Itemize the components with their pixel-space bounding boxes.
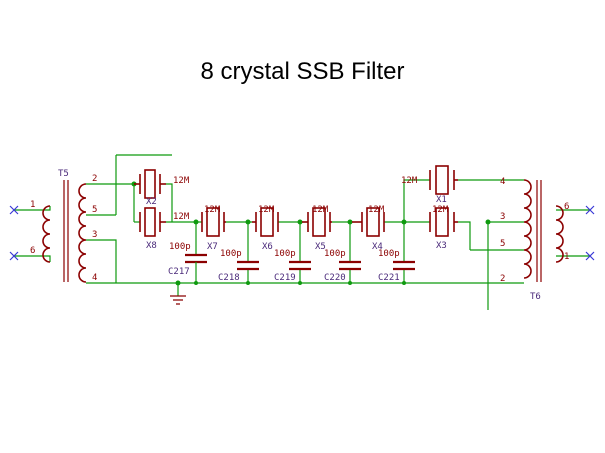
crystal-x2: X2 12M: [134, 169, 190, 207]
capacitor-icon: [393, 260, 415, 271]
transformer-ref: T6: [530, 292, 541, 302]
crystal-icon: [252, 207, 279, 237]
capacitor-value: 100p: [378, 249, 400, 259]
crystal-value: 12M: [173, 212, 190, 222]
junction: [485, 219, 491, 225]
crystal-value: 12M: [258, 205, 275, 215]
pin-label: 4: [500, 177, 505, 187]
crystal-icon: [201, 207, 226, 237]
crystal-icon: [352, 207, 385, 237]
crystal-icon: [429, 165, 458, 195]
transformer-t6: T6 4 3 5 2 6 1: [500, 177, 569, 302]
crystal-icon: [139, 207, 166, 237]
junction: [297, 219, 303, 225]
capacitor-c218: 100p C218: [218, 249, 259, 283]
capacitor-ref: C217: [168, 267, 190, 277]
junction: [347, 219, 353, 225]
capacitor-ref: C218: [218, 273, 240, 283]
transformer-secondary-coil: [555, 205, 564, 263]
no-connect-icon: [9, 205, 595, 261]
junction: [245, 219, 251, 225]
crystal-x4: X4 12M: [352, 205, 385, 252]
transformer-t5: T5 1 6 2 5 3 4: [30, 169, 97, 283]
crystal-x3: X3 12M: [429, 205, 458, 251]
crystal-x6: X6 12M: [252, 205, 279, 252]
capacitor-icon: [185, 253, 207, 265]
transformer-secondary-coil: [78, 183, 87, 283]
capacitor-value: 100p: [220, 249, 242, 259]
crystal-icon: [429, 207, 458, 237]
pin-label: 4: [92, 273, 97, 283]
capacitor-value: 100p: [274, 249, 296, 259]
capacitor-c217: 100p C217: [168, 242, 207, 277]
pin-label: 5: [92, 205, 97, 215]
pin-label: 1: [30, 200, 35, 210]
transformer-primary-coil: [523, 179, 532, 279]
junction: [298, 281, 302, 285]
pin-label: 6: [30, 246, 35, 256]
junction: [175, 280, 181, 286]
crystal-icon: [302, 207, 332, 237]
crystal-ref: X5: [315, 242, 326, 252]
pin-label: 2: [500, 274, 505, 284]
crystal-value: 12M: [312, 205, 329, 215]
crystal-ref: X1: [436, 195, 447, 205]
crystal-value: 12M: [368, 205, 385, 215]
crystal-value: 12M: [204, 205, 221, 215]
capacitor-c221: 100p C221: [378, 249, 415, 283]
junctions: [131, 181, 491, 286]
capacitor-value: 100p: [169, 242, 191, 252]
crystal-ref: X4: [372, 242, 383, 252]
crystal-value: 12M: [173, 176, 190, 186]
crystal-x8: X8 12M: [139, 207, 190, 251]
crystal-icon: [134, 169, 166, 199]
crystal-x7: X7 12M: [201, 205, 226, 252]
pin-label: 5: [500, 239, 505, 249]
capacitor-ref: C219: [274, 273, 296, 283]
capacitor-icon: [237, 260, 259, 271]
transformer-ref: T5: [58, 169, 69, 179]
crystal-ref: X6: [262, 242, 273, 252]
crystal-x1: X1 12M: [401, 165, 458, 205]
junction: [246, 281, 250, 285]
pin-label: 6: [564, 202, 569, 212]
crystal-ref: X8: [146, 241, 157, 251]
capacitor-ref: C220: [324, 273, 346, 283]
capacitor-icon: [289, 260, 311, 271]
crystal-ref: X2: [146, 197, 157, 207]
crystal-value: 12M: [432, 205, 449, 215]
capacitor-c220: 100p C220: [324, 249, 361, 283]
junction: [348, 281, 352, 285]
junction: [402, 281, 406, 285]
crystal-x5: X5 12M: [302, 205, 332, 252]
capacitor-c219: 100p C219: [274, 249, 311, 283]
capacitor-ref: C221: [378, 273, 400, 283]
pin-label: 2: [92, 174, 97, 184]
pin-label: 1: [564, 252, 569, 262]
junction: [194, 281, 198, 285]
wires: [14, 154, 590, 310]
crystal-ref: X7: [207, 242, 218, 252]
pin-label: 3: [500, 212, 505, 222]
pin-label: 3: [92, 230, 97, 240]
crystal-ref: X3: [436, 241, 447, 251]
capacitor-icon: [339, 260, 361, 271]
junction: [401, 219, 407, 225]
ground-icon: [170, 295, 186, 305]
capacitor-value: 100p: [324, 249, 346, 259]
transformer-primary-coil: [42, 205, 51, 263]
slide-title: 8 crystal SSB Filter: [200, 58, 405, 85]
junction: [193, 219, 199, 225]
crystal-value: 12M: [401, 176, 418, 186]
